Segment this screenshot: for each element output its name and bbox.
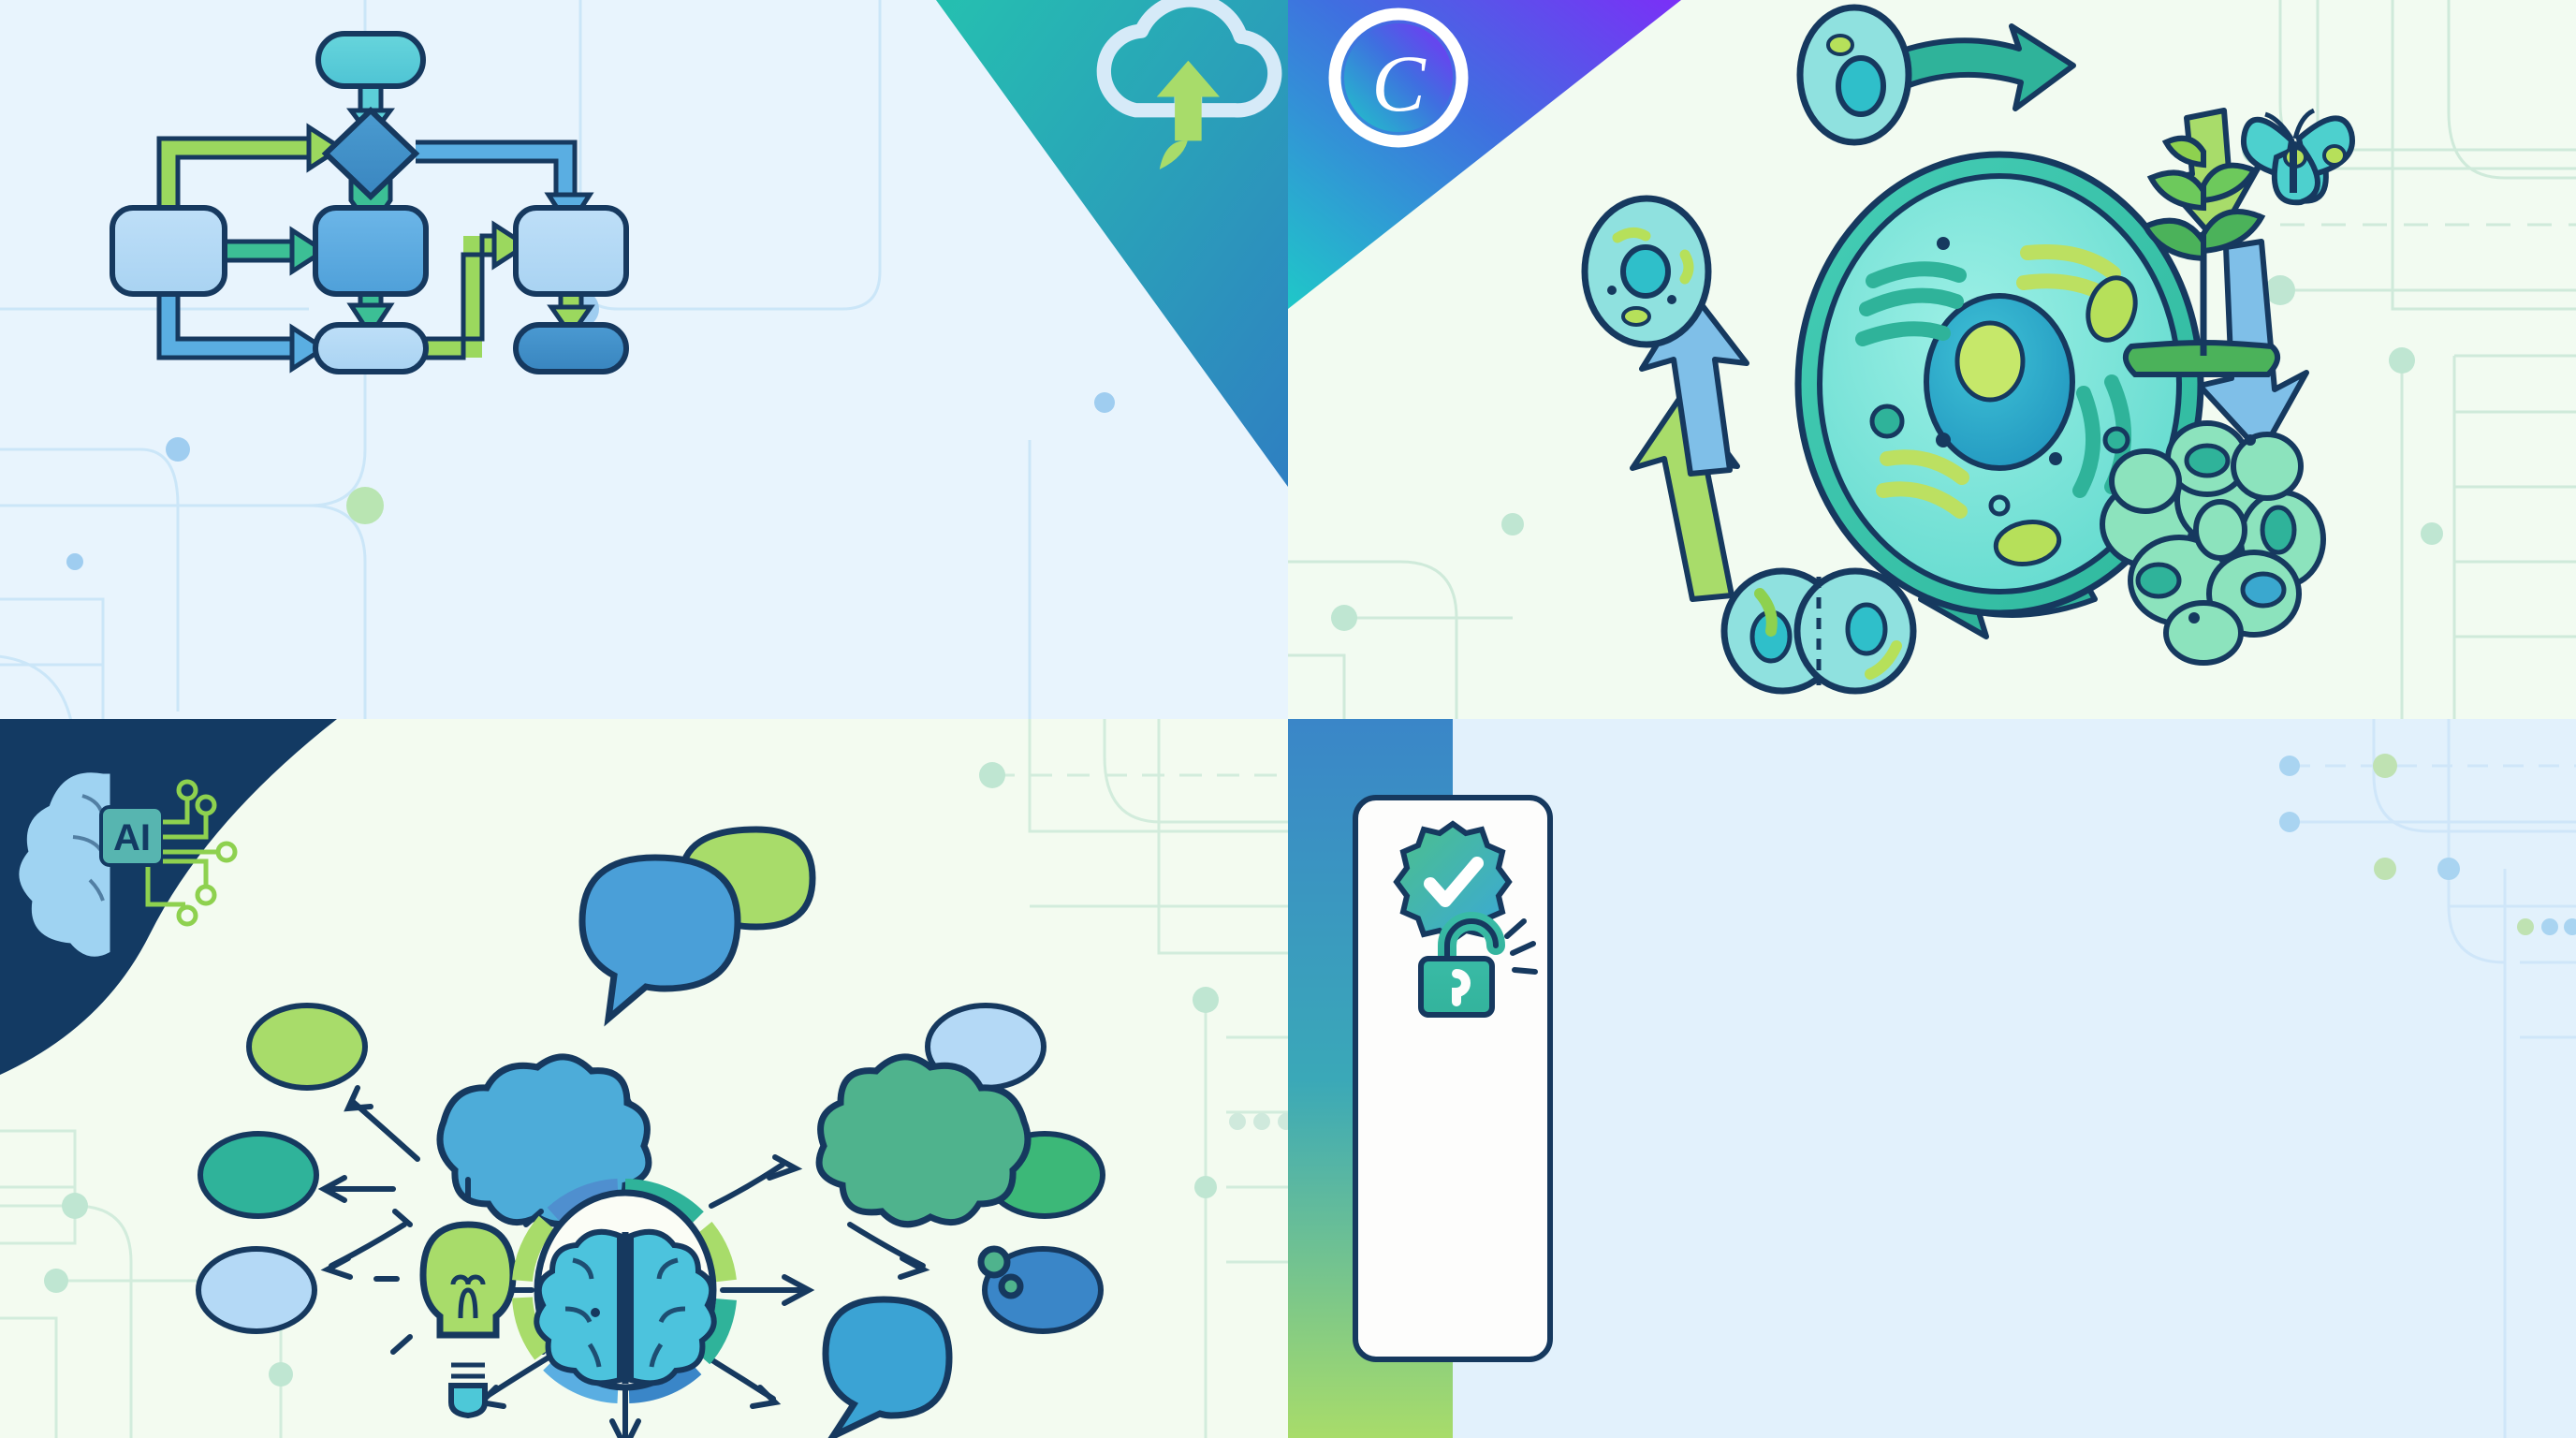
ai-chip-label: AI	[113, 817, 151, 858]
brain-icon	[534, 1228, 717, 1387]
flow-nodes	[110, 31, 629, 374]
shine-lines	[1504, 918, 1538, 975]
speech-bubble-right	[822, 1296, 953, 1438]
circuit-dot-cluster	[1229, 1113, 1288, 1130]
panel-cell-cycle: C	[1288, 0, 2576, 719]
circuit-dots	[2279, 754, 2576, 935]
sprout-butterfly-icon	[2123, 108, 2355, 377]
free-alternatives-card	[1353, 795, 1553, 1362]
flow-node-start	[315, 31, 426, 89]
mindmap-leaf-nodes	[196, 1003, 1105, 1334]
cloud-upload-icon	[1096, 0, 1282, 169]
nucleolus	[1954, 320, 2026, 403]
brand-letter: C	[1371, 38, 1427, 128]
flow-node-end	[513, 322, 629, 374]
hub-ring	[512, 1179, 737, 1403]
ai-chip-icon: AI	[19, 772, 238, 957]
flow-node-decision	[321, 106, 420, 201]
single-cell-icon-top	[1796, 4, 1912, 146]
cell-cluster-icon	[2100, 420, 2326, 666]
circuit-dots	[44, 762, 1219, 1387]
brain-hub	[512, 1179, 737, 1403]
panel-sitemap: FREE ALTERNATIVES	[1288, 719, 2576, 1438]
single-cell-icon-left	[1581, 195, 1712, 348]
flow-node-center	[313, 205, 429, 297]
flow-node-bottom	[313, 322, 429, 374]
thought-cloud-top-right	[815, 1053, 1032, 1299]
flow-node-right	[513, 205, 629, 297]
circuit-background	[2290, 719, 2576, 1438]
brand-c-logo: C	[1328, 7, 1469, 148]
panel-flowchart	[0, 0, 1288, 719]
eukaryotic-cell-icon	[1794, 151, 2204, 617]
cycle-arrows	[1630, 23, 2309, 639]
panel-mind-map: AI	[0, 719, 1288, 1438]
open-padlock-icon	[1418, 912, 1538, 1018]
dividing-cell-icon	[1720, 567, 1917, 695]
flow-node-left	[110, 205, 227, 297]
speech-bubble-top	[578, 826, 816, 1027]
corner-wedge	[936, 0, 1288, 487]
arrow-top-teal	[1889, 23, 2076, 111]
circuit-dot-green	[346, 487, 384, 524]
